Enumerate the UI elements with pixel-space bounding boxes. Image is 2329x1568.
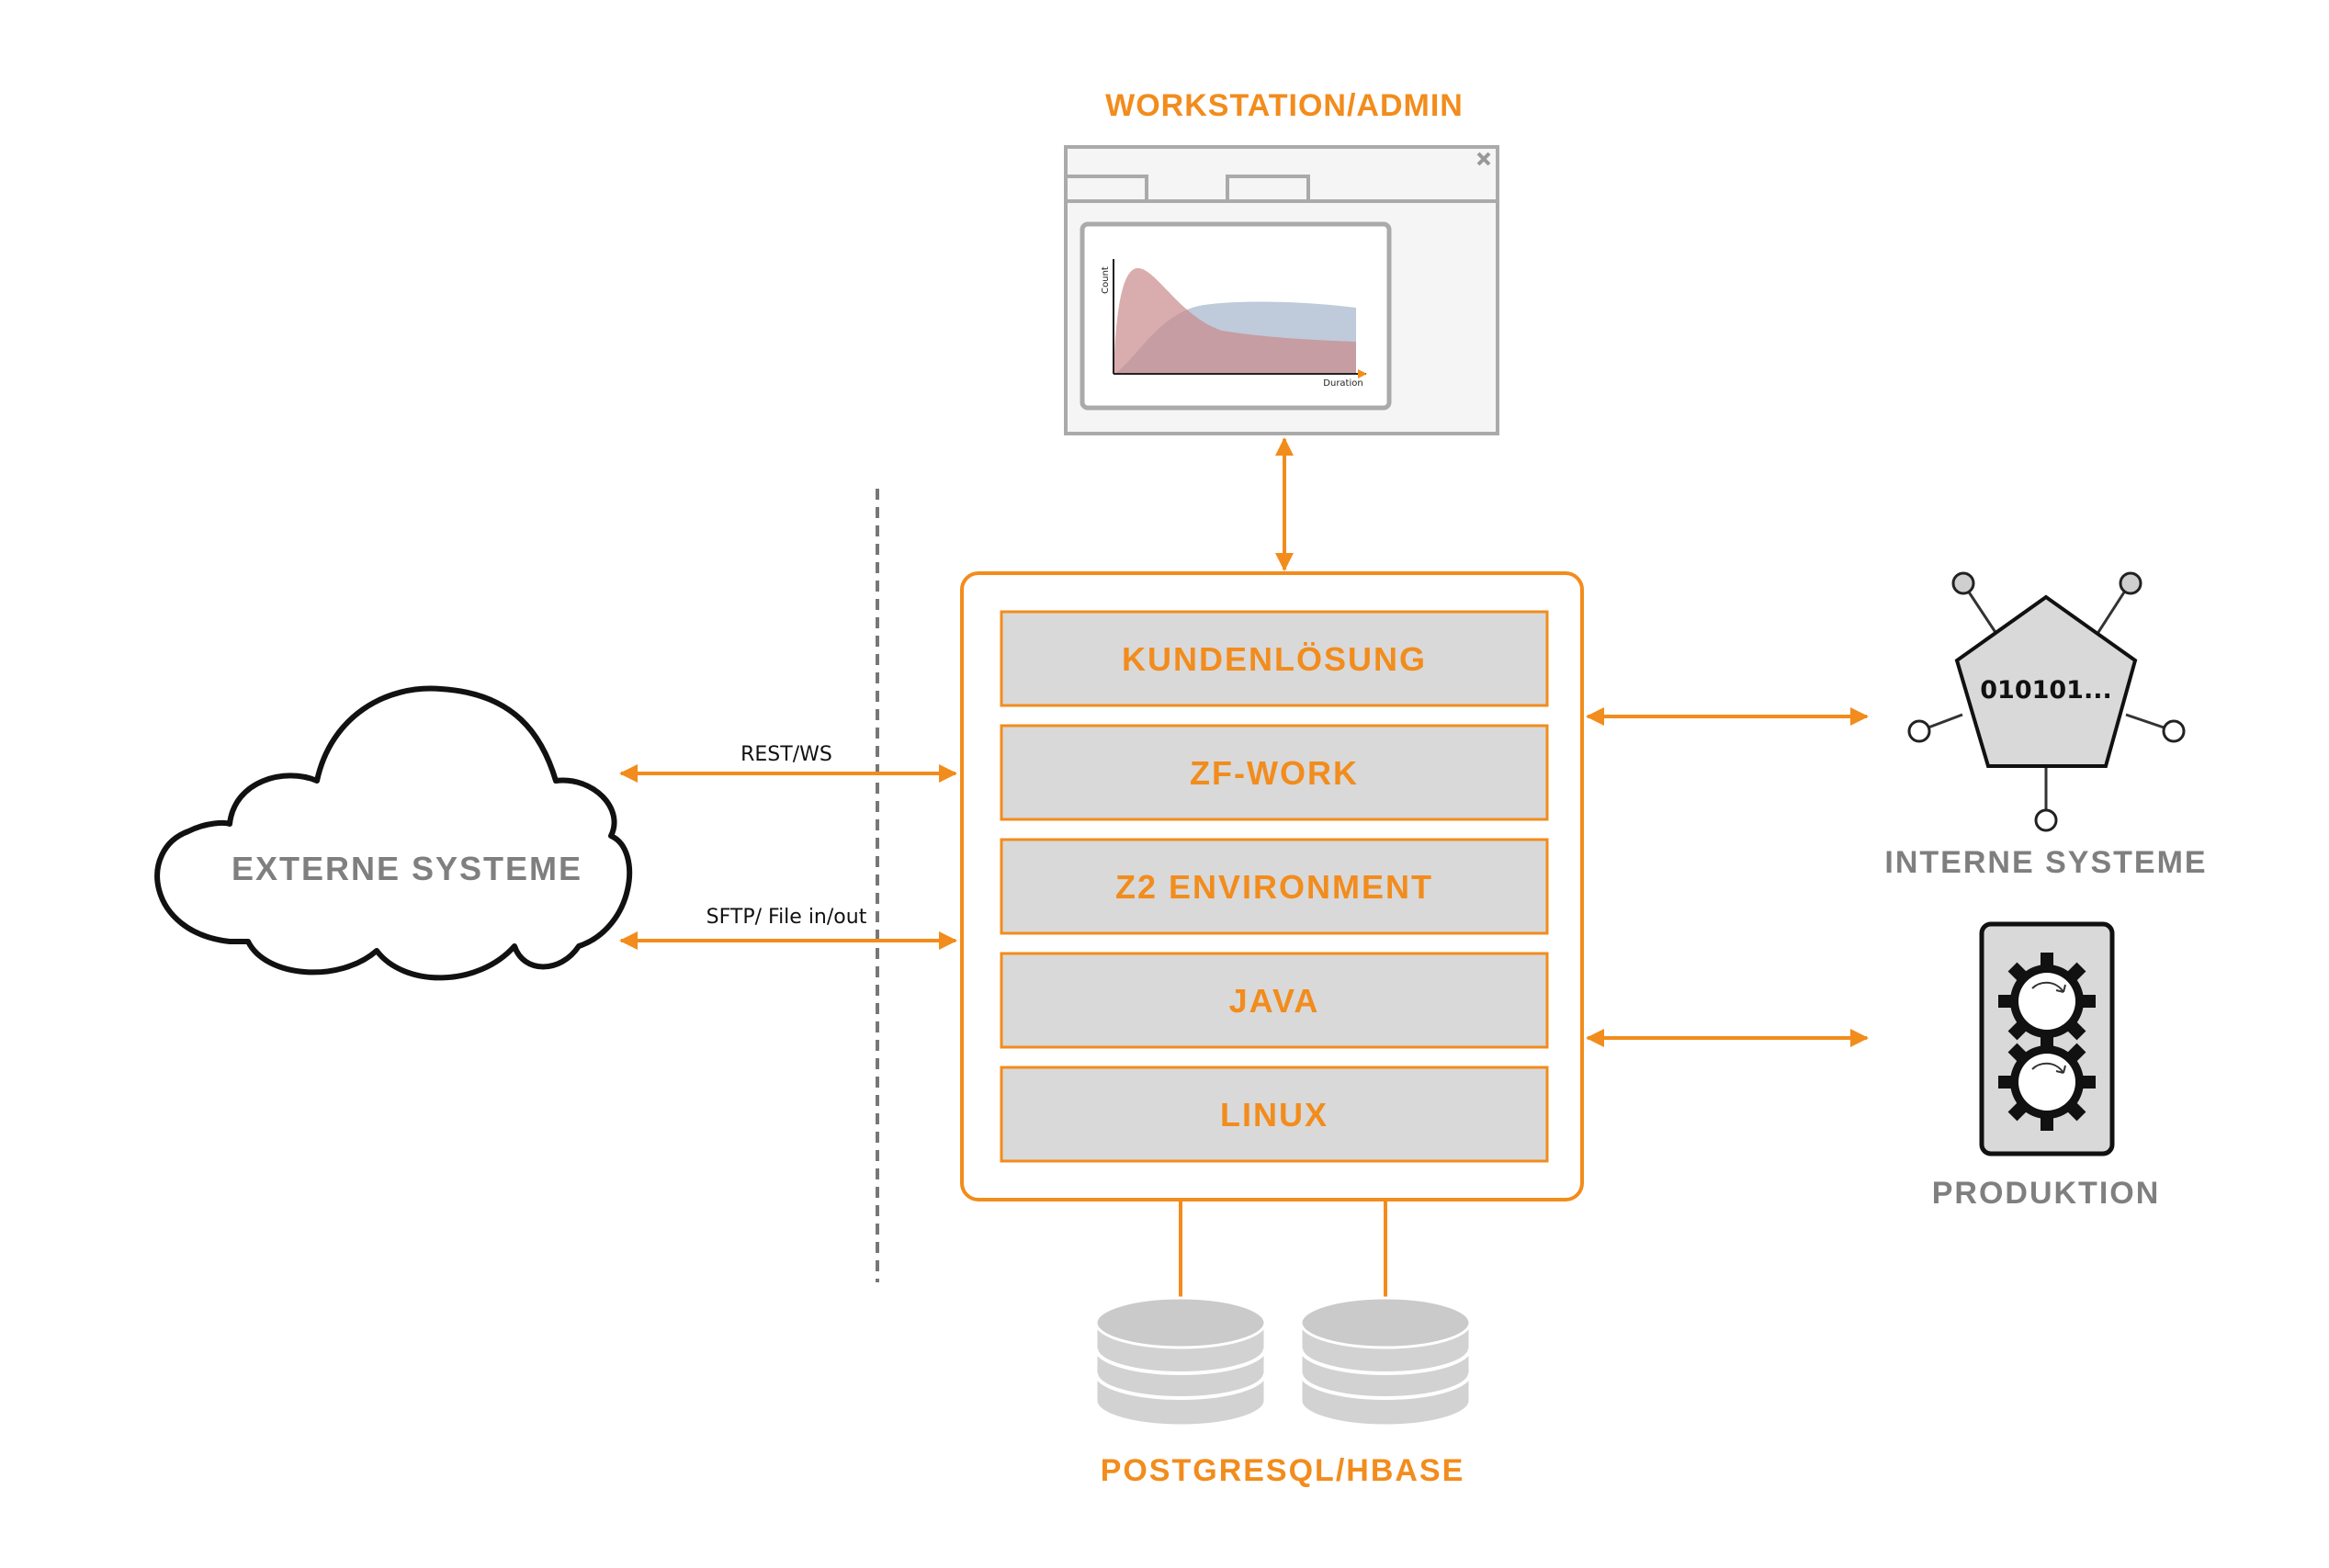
rest-ws-label: REST/WS bbox=[741, 743, 832, 766]
network-node-icon: 010101... bbox=[1907, 571, 2186, 832]
database-icon bbox=[1299, 1296, 1472, 1427]
external-systems-label: EXTERNE SYSTEME bbox=[232, 850, 582, 887]
stack-layer-label: LINUX bbox=[1220, 1096, 1328, 1134]
stack-layer-kundenloesung: KUNDENLÖSUNG bbox=[1000, 610, 1549, 707]
internal-systems-label: INTERNE SYSTEME bbox=[1884, 845, 2207, 880]
stack-layer-label: JAVA bbox=[1229, 982, 1320, 1020]
database-icon bbox=[1094, 1296, 1267, 1427]
workstation-label: WORKSTATION/ADMIN bbox=[1105, 88, 1464, 123]
binary-code-text: 010101... bbox=[1980, 676, 2112, 705]
production-label: PRODUKTION bbox=[1932, 1176, 2161, 1211]
stack-layer-label: ZF-WORK bbox=[1190, 754, 1359, 792]
mini-chart: Count Duration bbox=[1101, 259, 1367, 389]
stack-layer-label: KUNDENLÖSUNG bbox=[1122, 640, 1427, 678]
stack-layer-zf-work: ZF-WORK bbox=[1000, 724, 1549, 821]
stack-layer-z2-environment: Z2 ENVIRONMENT bbox=[1000, 838, 1549, 935]
cloud-icon bbox=[154, 685, 633, 981]
chart-x-label: Duration bbox=[1323, 378, 1362, 389]
stack-layer-linux: LINUX bbox=[1000, 1066, 1549, 1163]
production-gears-icon bbox=[1979, 921, 2115, 1156]
close-icon bbox=[1476, 152, 1491, 166]
chart-y-label: Count bbox=[1101, 266, 1111, 294]
databases-label: POSTGRESQL/HBASE bbox=[1101, 1453, 1465, 1488]
stack-layer-label: Z2 ENVIRONMENT bbox=[1115, 868, 1433, 906]
stack-layer-java: JAVA bbox=[1000, 952, 1549, 1049]
workstation-window: Count Duration bbox=[1064, 145, 1499, 435]
sftp-label: SFTP/ File in/out bbox=[707, 906, 867, 929]
